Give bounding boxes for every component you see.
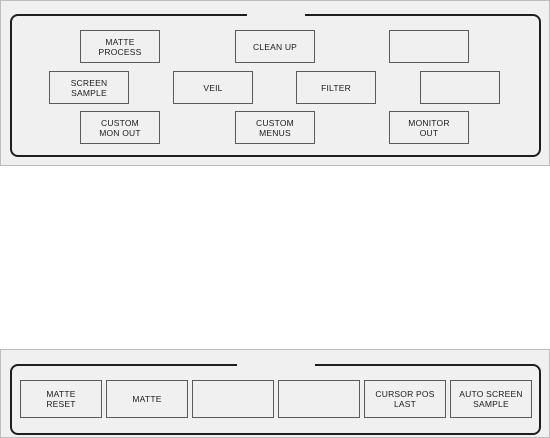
screen-sample-button[interactable]: SCREEN SAMPLE [49,71,129,104]
blank-button-bottom-3[interactable] [192,380,274,418]
clean-up-button[interactable]: CLEAN UP [235,30,315,63]
veil-button[interactable]: VEIL [173,71,253,104]
matte-process-button[interactable]: MATTE PROCESS [80,30,160,63]
blank-button-bottom-4[interactable] [278,380,360,418]
blank-button-top-right[interactable] [389,30,469,63]
monitor-out-button[interactable]: MONITOR OUT [389,111,469,144]
top-panel-frame-notch [247,11,305,17]
bottom-panel-frame-notch [237,361,315,367]
custom-menus-button[interactable]: CUSTOM MENUS [235,111,315,144]
custom-mon-out-button[interactable]: CUSTOM MON OUT [80,111,160,144]
blank-button-middle-right[interactable] [420,71,500,104]
filter-button[interactable]: FILTER [296,71,376,104]
cursor-pos-last-button[interactable]: CURSOR POS LAST [364,380,446,418]
matte-button[interactable]: MATTE [106,380,188,418]
matte-reset-button[interactable]: MATTE RESET [20,380,102,418]
auto-screen-sample-button[interactable]: AUTO SCREEN SAMPLE [450,380,532,418]
